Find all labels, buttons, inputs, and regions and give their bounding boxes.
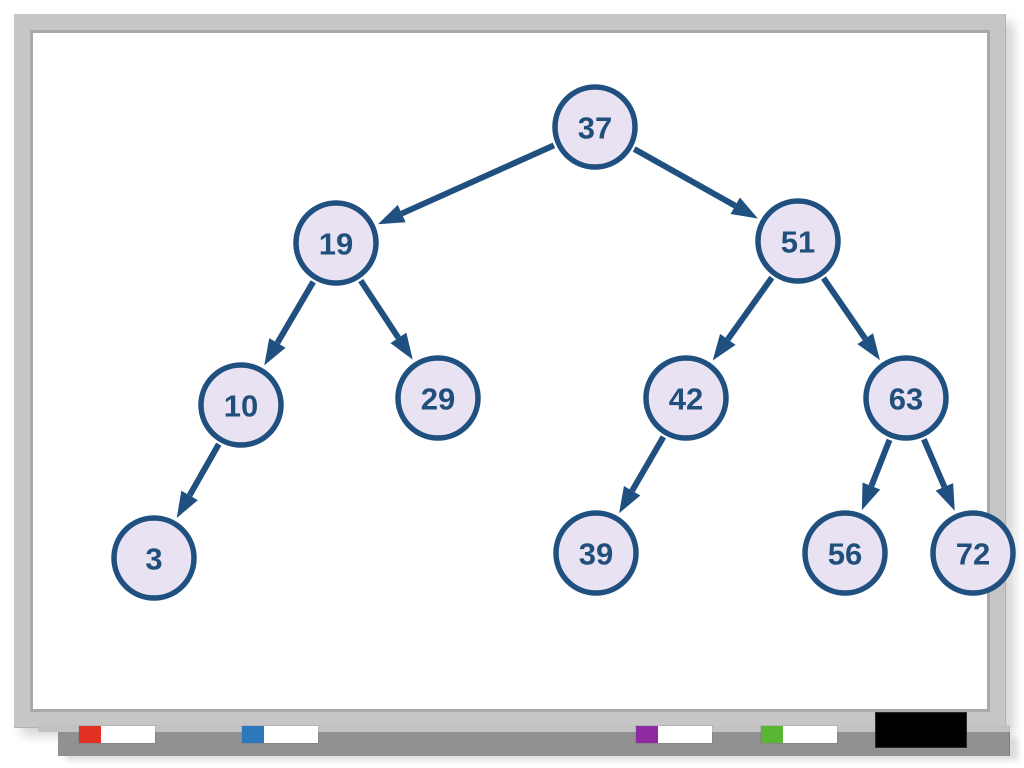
- tree-edge-n19-to-n10: [264, 280, 316, 366]
- tree-node-56[interactable]: 56: [802, 510, 888, 596]
- tree-node-37[interactable]: 37: [552, 84, 638, 170]
- marker-body: [658, 726, 712, 743]
- binary-search-tree-diagram: 37 19 51 10 29 42 63 3 39 56 72: [111, 84, 1016, 601]
- tree-node-label: 29: [421, 382, 455, 417]
- tray-lip: [38, 725, 1010, 732]
- tree-edge-n51-to-n42: [712, 275, 775, 361]
- marker-blue[interactable]: [241, 725, 319, 744]
- tree-edge-n19-to-n29: [358, 278, 413, 360]
- tree-edge-n37-to-n51: [632, 146, 758, 219]
- marker-body: [264, 726, 318, 743]
- tree-edge-n63-to-n72: [921, 438, 955, 511]
- tree-node-label: 39: [579, 537, 613, 572]
- tree-node-label: 10: [224, 389, 258, 424]
- tree-node-label: 72: [956, 537, 990, 572]
- tree-node-label: 42: [669, 382, 703, 417]
- tree-node-19[interactable]: 19: [293, 200, 379, 286]
- tree-node-72[interactable]: 72: [930, 510, 1016, 596]
- tree-edge-layer: [176, 142, 955, 519]
- marker-cap-green: [761, 726, 783, 743]
- tree-node-51[interactable]: 51: [755, 198, 841, 284]
- tree-edge-n63-to-n56: [861, 438, 893, 511]
- marker-cap-red: [79, 726, 101, 743]
- tree-node-label: 3: [145, 542, 162, 577]
- marker-tray: [58, 732, 1010, 756]
- marker-red[interactable]: [78, 725, 156, 744]
- tree-node-63[interactable]: 63: [863, 355, 949, 441]
- tree-node-label: 63: [889, 382, 923, 417]
- tree-edge-n42-to-n39: [619, 435, 666, 514]
- tree-node-label: 51: [781, 225, 815, 260]
- tree-node-3[interactable]: 3: [111, 515, 197, 601]
- tree-node-42[interactable]: 42: [643, 355, 729, 441]
- marker-body: [783, 726, 837, 743]
- tree-node-label: 56: [828, 537, 862, 572]
- tree-node-layer: 37 19 51 10 29 42 63 3 39 56 72: [111, 84, 1016, 601]
- tree-edge-n51-to-n63: [821, 276, 880, 361]
- tree-node-10[interactable]: 10: [198, 362, 284, 448]
- marker-purple[interactable]: [635, 725, 713, 744]
- tree-node-39[interactable]: 39: [553, 510, 639, 596]
- tree-edge-n37-to-n19: [377, 142, 556, 225]
- tree-node-label: 37: [578, 111, 612, 146]
- marker-green[interactable]: [760, 725, 838, 744]
- tree-edge-n10-to-n3: [176, 442, 222, 519]
- tree-node-29[interactable]: 29: [395, 355, 481, 441]
- marker-cap-blue: [242, 726, 264, 743]
- marker-body: [101, 726, 155, 743]
- whiteboard-eraser[interactable]: [875, 712, 967, 748]
- whiteboard-surface[interactable]: [33, 33, 987, 709]
- marker-cap-purple: [636, 726, 658, 743]
- tree-node-label: 19: [319, 227, 353, 262]
